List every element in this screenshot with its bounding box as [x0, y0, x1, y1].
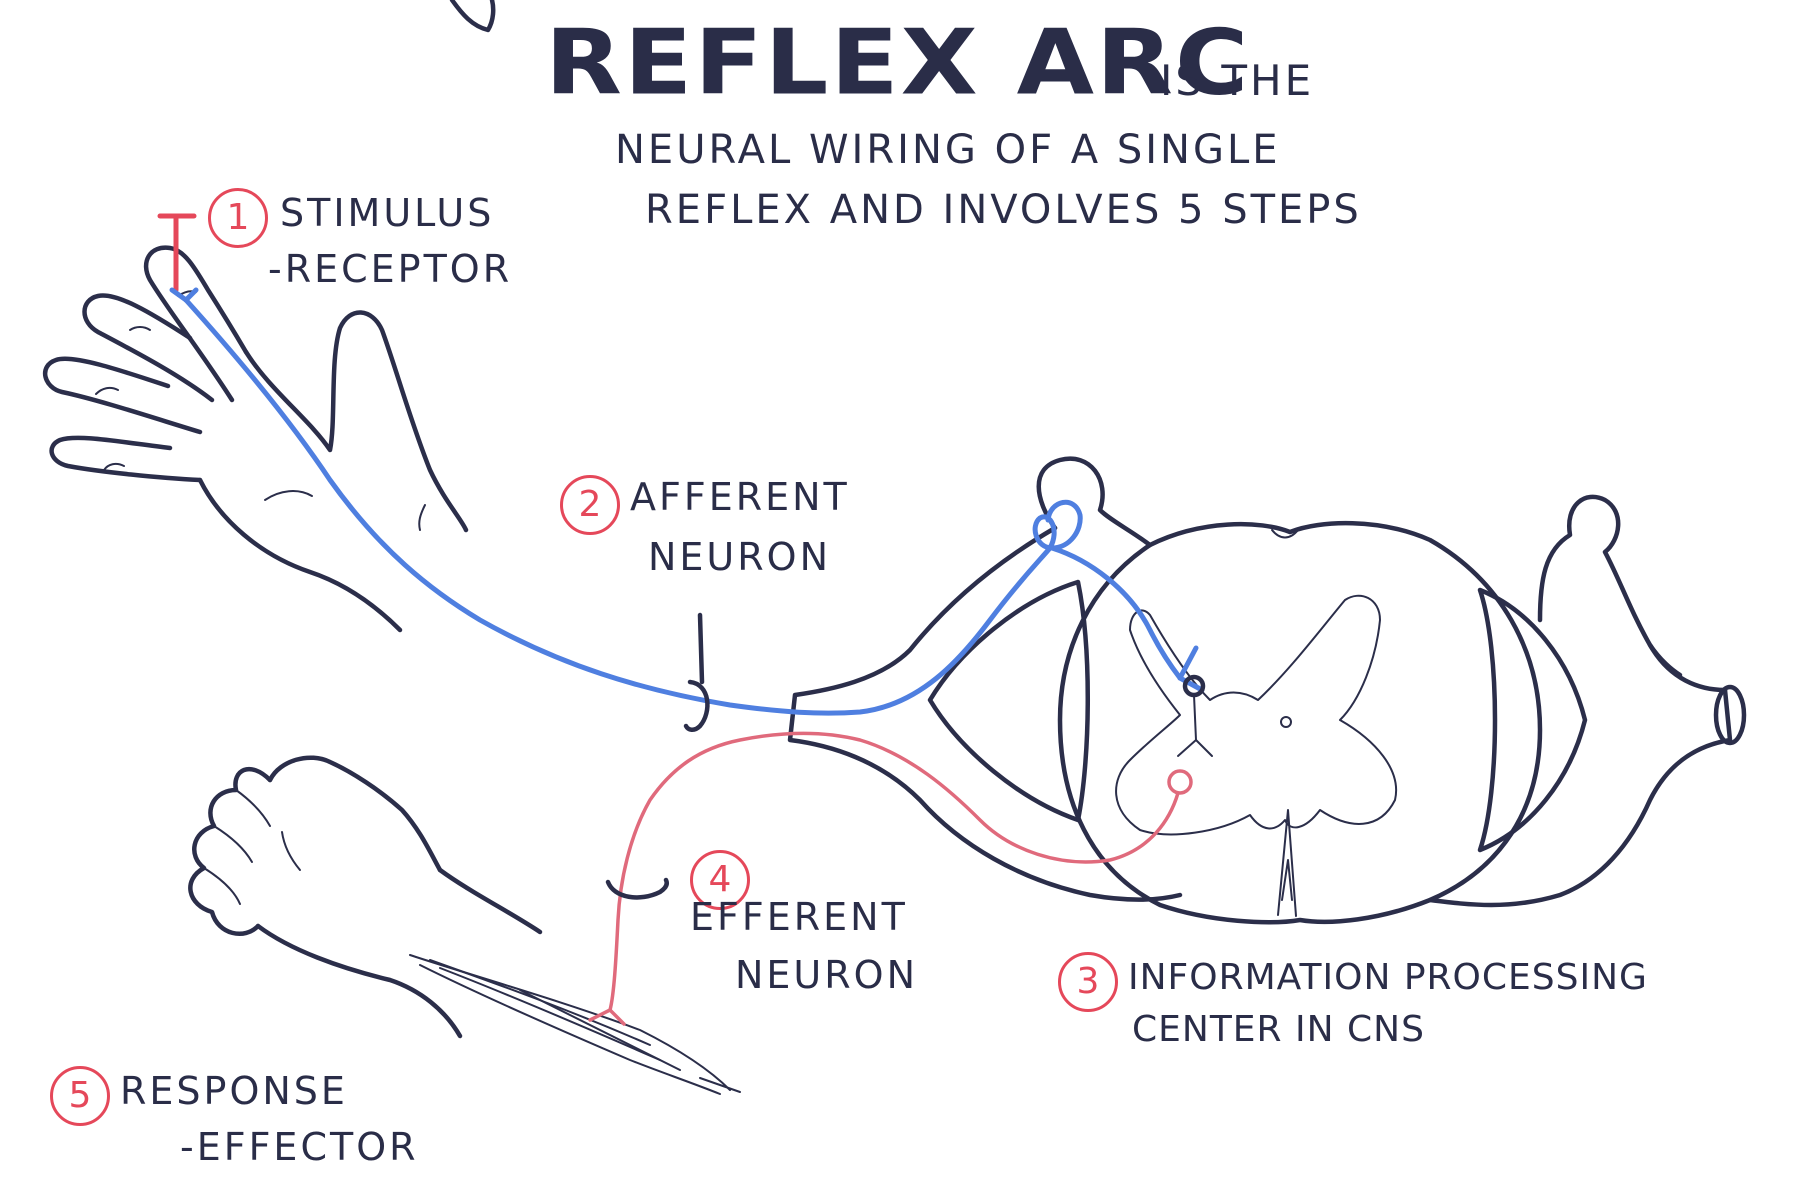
step-2-badge: 2 [560, 475, 620, 535]
fist-icon [188, 755, 543, 1039]
stimulus-t-marker-icon [157, 213, 197, 293]
subtitle-line-1: is the [1160, 56, 1315, 105]
step-5-label-line-1: Response [120, 1069, 348, 1113]
page-title: Reflex Arc [545, 9, 1251, 116]
muscle-effector-icon [409, 954, 741, 1095]
spinal-cord-cross-section-icon [787, 456, 1747, 925]
step-1-label-line-2: -Receptor [268, 247, 513, 291]
efferent-bracket [605, 877, 669, 900]
step-4-badge: 4 [690, 850, 750, 910]
interneuron [1177, 674, 1213, 757]
pen-mark [449, 0, 496, 33]
step-3-label-line-1: Information processing [1128, 957, 1648, 998]
step-4-label-line-2: Neuron [735, 953, 918, 997]
step-2-label-line-2: Neuron [648, 535, 831, 579]
afferent-neuron-path [169, 287, 1205, 716]
step-5-label-line-2: -Effector [180, 1125, 419, 1169]
step-4-label-line-1: Efferent [690, 895, 908, 939]
subtitle-line-3: reflex and involves 5 steps [645, 187, 1362, 233]
open-hand-icon [42, 245, 469, 633]
step-3-badge: 3 [1058, 952, 1118, 1012]
efferent-neuron-path [588, 731, 1193, 1026]
step-1-label-line-1: Stimulus [280, 191, 495, 235]
step-5-badge: 5 [50, 1066, 110, 1126]
step-3-label-line-2: center in CNS [1132, 1009, 1425, 1050]
subtitle-line-2: neural wiring of a single [615, 127, 1281, 173]
step-2-label-line-1: Afferent [630, 475, 850, 519]
step-1-badge: 1 [208, 188, 268, 248]
afferent-bracket [683, 612, 710, 732]
